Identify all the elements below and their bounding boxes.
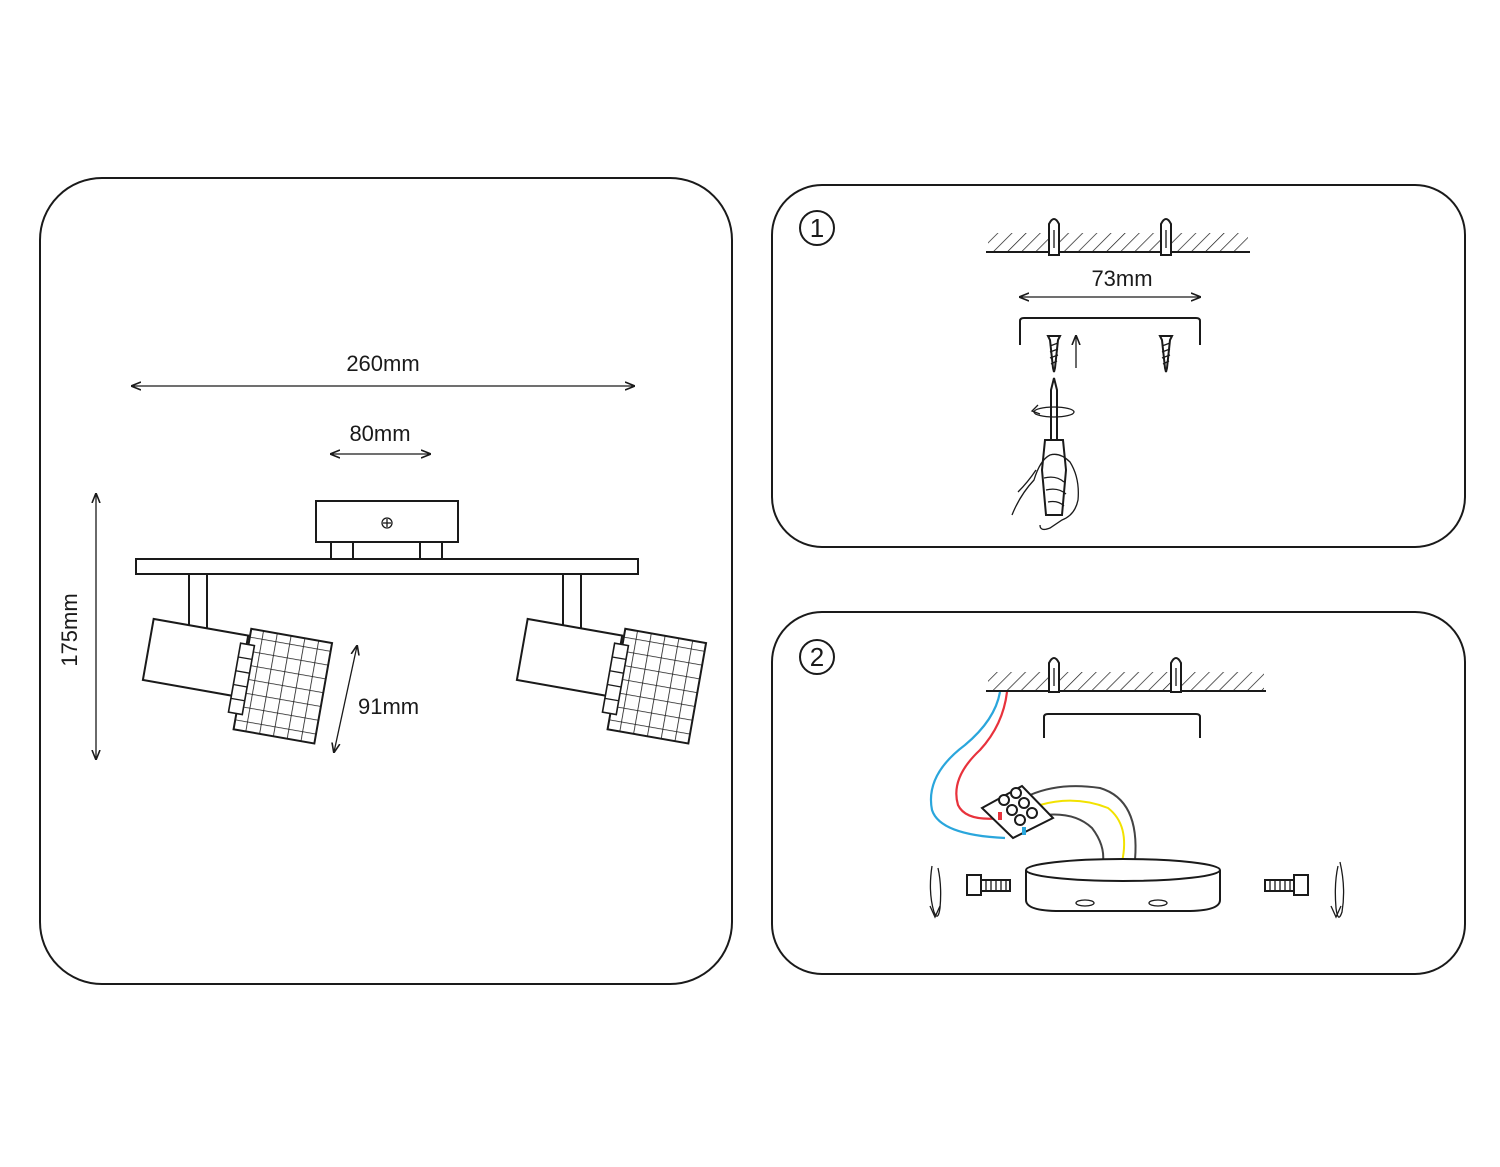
step2-number-circle [799, 639, 835, 675]
step2-mounting-bracket [1043, 713, 1201, 738]
spotlight-right [515, 573, 708, 745]
total-width-label: 260mm [346, 351, 419, 376]
step1-mounting-bracket [1019, 317, 1201, 345]
step1-ceiling [986, 233, 1250, 253]
mounting-bar [135, 558, 639, 575]
live-wire [955, 691, 1009, 820]
bolt-right [1264, 874, 1309, 896]
step1-panel-frame [771, 184, 1466, 548]
step2-ceiling [986, 672, 1266, 692]
shade-size-label: 91mm [358, 694, 419, 719]
dimensions-panel: 260mm 80mm 175mm 91mm [39, 177, 733, 985]
rotate-arrow-right-icon [1330, 861, 1345, 919]
lamp-wire-2 [1039, 799, 1126, 863]
hand-icon [1011, 453, 1079, 531]
lamp-wire-1 [1029, 785, 1137, 861]
step1-panel: 1 73mm [771, 184, 1466, 548]
bolt-left [966, 874, 1011, 896]
dimensions-panel-frame [39, 177, 733, 985]
spotlight-left [141, 573, 334, 745]
lamp-wire-3 [1044, 813, 1105, 863]
shade-size-arrow [334, 646, 357, 752]
step2-wall-plug-left [1048, 657, 1060, 693]
terminal-block [980, 784, 1055, 840]
height-label: 175mm [57, 593, 82, 666]
step1-wall-plug-left [1048, 218, 1060, 256]
step1-screw-left [1046, 335, 1062, 373]
step1-spacing-label: 73mm [1091, 266, 1152, 291]
step2-number: 2 [810, 642, 824, 672]
ceiling-canopy-disc [1025, 858, 1221, 912]
step1-number-circle [799, 210, 835, 246]
step1-screw-right [1158, 335, 1174, 373]
ceiling-canopy [315, 500, 459, 560]
step2-panel-frame [771, 611, 1466, 975]
rotate-arrow-left-icon [929, 865, 942, 919]
neutral-wire [929, 691, 1006, 840]
step1-number: 1 [810, 213, 824, 243]
step2-wall-plug-right [1170, 657, 1182, 693]
base-width-label: 80mm [349, 421, 410, 446]
step1-wall-plug-right [1160, 218, 1172, 256]
step2-panel: 2 [771, 611, 1466, 975]
